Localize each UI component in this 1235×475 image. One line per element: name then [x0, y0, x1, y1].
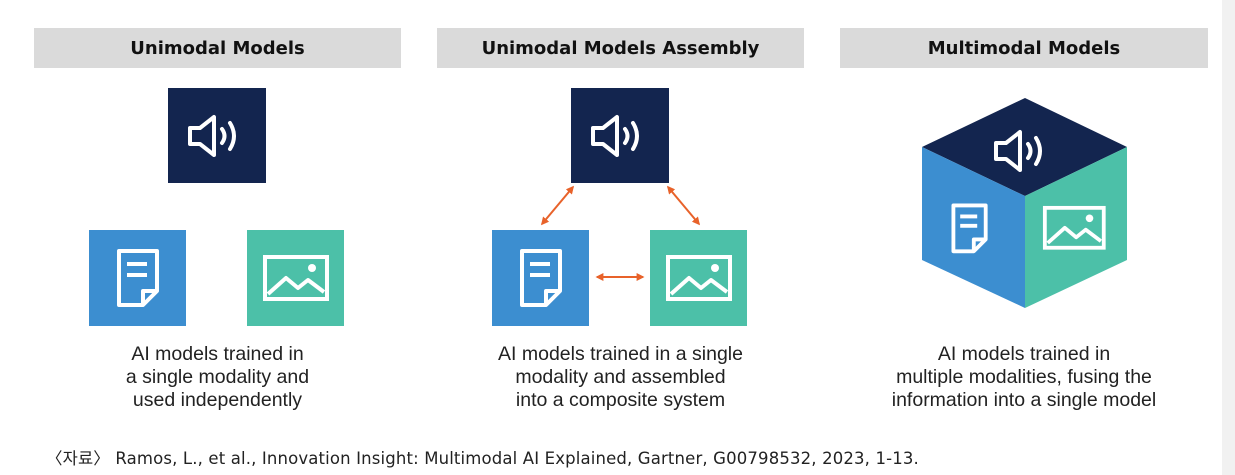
image-icon — [262, 255, 329, 301]
panel-description-unimodal: AI models trained in a single modality a… — [34, 343, 401, 412]
description-line: AI models trained in a single — [498, 343, 743, 365]
image-tile — [650, 230, 747, 326]
panel-title: Unimodal Models — [130, 37, 305, 59]
speaker-icon — [994, 130, 1042, 172]
document-icon — [519, 249, 562, 307]
arrow-speaker-image — [666, 185, 701, 226]
source-citation: 〈자료〉 Ramos, L., et al., Innovation Insig… — [46, 449, 919, 468]
panel-description-assembly: AI models trained in a single modality a… — [437, 343, 804, 412]
arrow-speaker-document — [540, 185, 575, 226]
panel-description-multimodal: AI models trained in multiple modalities… — [840, 343, 1208, 412]
description-line: multiple modalities, fusing the — [896, 366, 1152, 388]
image-icon — [1042, 205, 1106, 250]
image-icon — [665, 255, 732, 301]
document-icon — [116, 249, 159, 307]
description-line: a single modality and — [125, 366, 310, 388]
image-tile — [247, 230, 344, 326]
right-edge-strip — [1222, 0, 1235, 475]
panel-title: Multimodal Models — [927, 37, 1121, 59]
speaker-icon — [591, 114, 639, 157]
panel-header-assembly: Unimodal Models Assembly — [437, 28, 804, 68]
description-line: AI models trained in — [937, 343, 1111, 365]
speaker-tile — [168, 88, 266, 183]
description-line: modality and assembled — [515, 366, 726, 388]
description-line: into a composite system — [515, 389, 726, 411]
panel-title: Unimodal Models Assembly — [481, 37, 760, 59]
document-tile — [492, 230, 589, 326]
speaker-tile — [571, 88, 669, 183]
document-tile — [89, 230, 186, 326]
cube-top-face — [922, 98, 1127, 196]
description-line: AI models trained in — [131, 343, 304, 365]
panel-header-multimodal: Multimodal Models — [840, 28, 1208, 68]
panel-header-unimodal: Unimodal Models — [34, 28, 401, 68]
description-line: information into a single model — [891, 389, 1157, 411]
description-line: used independently — [132, 389, 303, 411]
speaker-icon — [188, 114, 236, 157]
cube-right-face — [1025, 147, 1127, 308]
document-icon — [951, 203, 988, 254]
